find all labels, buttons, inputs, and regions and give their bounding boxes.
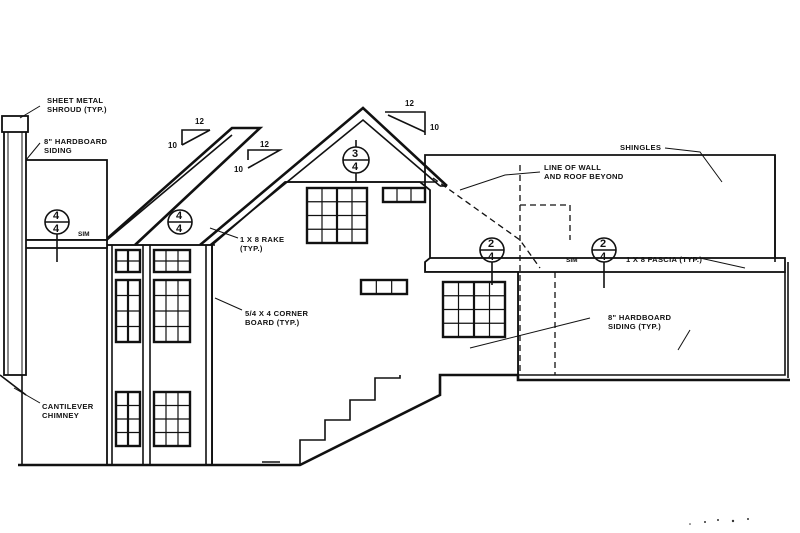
callout-corner-board-line2: BOARD (TYP.) xyxy=(245,318,300,327)
tag-1-top: 4 xyxy=(53,210,60,222)
callout-cantilever-line1: CANTILEVER xyxy=(42,402,94,411)
callout-rake: 1 X 8 RAKE (TYP.) xyxy=(240,235,284,253)
section-tag-1: 4 4 xyxy=(44,209,70,262)
leader-lines xyxy=(13,105,746,404)
window-bay-right-mid xyxy=(152,278,192,344)
callout-siding-left-line1: 8" HARDBOARD xyxy=(44,137,108,146)
callout-shroud: SHEET METAL SHROUD (TYP.) xyxy=(47,96,107,114)
callout-siding-right-line1: 8" HARDBOARD xyxy=(608,313,672,322)
callout-shingles: SHINGLES xyxy=(620,143,661,152)
window-main-lower xyxy=(441,280,507,339)
right-wing xyxy=(424,154,789,378)
callout-rake-line2: (TYP.) xyxy=(240,244,263,253)
roof-pitch-markers xyxy=(181,111,426,169)
callout-cantilever-line2: CHIMNEY xyxy=(42,411,79,420)
window-bay-right-low xyxy=(152,390,192,448)
tag-1-bottom: 4 xyxy=(53,223,60,235)
tag-2-bottom: 4 xyxy=(176,223,183,235)
section-tag-3: 3 4 xyxy=(342,140,370,182)
line-of-wall-beyond xyxy=(432,165,571,375)
pitch-run-3: 12 xyxy=(405,99,414,108)
scan-specks xyxy=(689,518,749,525)
window-bay-right-top xyxy=(152,248,192,274)
window-bay-left-top xyxy=(114,248,142,274)
callout-corner-board: 5/4 X 4 CORNER BOARD (TYP.) xyxy=(245,309,308,327)
callout-cantilever: CANTILEVER CHIMNEY xyxy=(42,402,94,420)
left-wing xyxy=(11,159,108,465)
callout-shingles-line1: SHINGLES xyxy=(620,143,661,152)
callout-line-of-wall-line2: AND ROOF BEYOND xyxy=(544,172,624,181)
callout-siding-left-line2: SIDING xyxy=(44,146,72,155)
callout-shroud-line2: SHROUD (TYP.) xyxy=(47,105,107,114)
pitch-rise-2: 10 xyxy=(234,165,243,174)
section-tag-4: 2 4 xyxy=(479,237,505,285)
window-main-upper xyxy=(305,186,369,245)
pitch-run-2: 12 xyxy=(260,140,269,149)
callout-siding-right-line2: SIDING (TYP.) xyxy=(608,322,661,331)
tag-2-top: 4 xyxy=(176,210,183,222)
sim-label-1: SIM xyxy=(78,231,90,238)
tag-4-bottom: 4 xyxy=(488,251,495,263)
window-bay-left-low xyxy=(114,390,142,448)
window-main-vent xyxy=(359,278,409,296)
pitch-rise-1: 10 xyxy=(168,141,177,150)
callout-fascia-line1: 1 X 8 FASCIA (TYP.) xyxy=(626,255,702,264)
pitch-run-1: 12 xyxy=(195,117,204,126)
grade-line xyxy=(18,373,790,467)
section-tag-2: 4 4 xyxy=(167,209,193,235)
callout-fascia: 1 X 8 FASCIA (TYP.) xyxy=(626,255,702,264)
section-tag-5: 2 4 xyxy=(591,237,617,288)
pitch-rise-3: 10 xyxy=(430,123,439,132)
window-bay-left-mid xyxy=(114,278,142,344)
tag-5-top: 2 xyxy=(600,238,606,250)
callout-line-of-wall-line1: LINE OF WALL xyxy=(544,163,601,172)
sim-label-2: SIM xyxy=(566,257,578,264)
tag-5-bottom: 4 xyxy=(600,251,607,263)
callout-corner-board-line1: 5/4 X 4 CORNER xyxy=(245,309,308,318)
callout-rake-line1: 1 X 8 RAKE xyxy=(240,235,284,244)
tag-3-bottom: 4 xyxy=(352,161,359,173)
window-main-small xyxy=(381,186,427,204)
callout-siding-left: 8" HARDBOARD SIDING xyxy=(44,137,108,155)
windows xyxy=(114,186,507,448)
callout-shroud-line1: SHEET METAL xyxy=(47,96,103,105)
callout-line-of-wall: LINE OF WALL AND ROOF BEYOND xyxy=(544,163,624,181)
cantilever-chimney xyxy=(0,115,29,396)
tag-4-top: 2 xyxy=(488,238,494,250)
tag-3-top: 3 xyxy=(352,148,358,160)
main-gable xyxy=(199,106,448,246)
callout-siding-right: 8" HARDBOARD SIDING (TYP.) xyxy=(608,313,672,331)
